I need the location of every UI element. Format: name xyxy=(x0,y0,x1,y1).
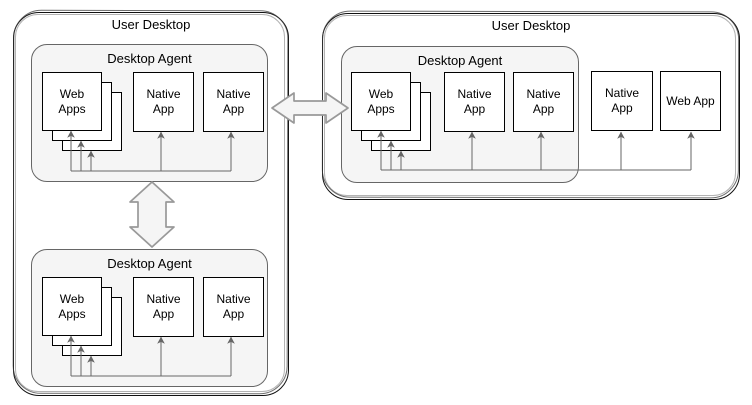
web-apps-box: Web Apps xyxy=(42,72,102,131)
native-app-label: Native App xyxy=(457,87,492,116)
standalone-native-app-box: Native App xyxy=(591,71,653,131)
native-app-box: Native App xyxy=(203,72,264,132)
desktop-agent-title: Desktop Agent xyxy=(107,256,192,271)
desktop-agent-right: Desktop Agent Web Apps Native App Native… xyxy=(341,46,579,183)
desktop-agent-left-top: Desktop Agent Web Apps Native App Native… xyxy=(31,44,268,182)
native-app-label: Native App xyxy=(146,292,181,321)
native-app-label: Native App xyxy=(216,292,251,321)
native-app-box: Native App xyxy=(444,72,505,132)
web-apps-label: Web Apps xyxy=(58,86,86,116)
desktop-agent-title: Desktop Agent xyxy=(417,53,503,68)
user-desktop-left-title: User Desktop xyxy=(111,17,191,32)
native-app-label: Native App xyxy=(146,87,181,116)
desktop-agent-left-bottom: Desktop Agent Web Apps Native App Native… xyxy=(31,249,268,387)
native-app-label: Native App xyxy=(604,86,639,115)
web-apps-box: Web Apps xyxy=(351,72,411,131)
web-apps-label: Web Apps xyxy=(58,291,86,321)
native-app-label: Native App xyxy=(216,87,251,116)
native-app-box: Native App xyxy=(133,277,194,337)
web-apps-box: Web Apps xyxy=(42,277,102,336)
web-apps-stack: Web Apps xyxy=(42,277,123,357)
native-app-box: Native App xyxy=(513,72,574,132)
user-desktop-right: User Desktop Desktop Agent Web Apps Nati… xyxy=(322,13,740,200)
web-app-label: Web App xyxy=(666,93,715,108)
native-app-label: Native App xyxy=(526,87,561,116)
web-apps-stack: Web Apps xyxy=(351,72,432,152)
web-apps-label: Web Apps xyxy=(367,86,395,116)
standalone-web-app-box: Web App xyxy=(660,71,721,131)
native-app-box: Native App xyxy=(133,72,194,132)
user-desktop-right-title: User Desktop xyxy=(491,18,571,33)
desktop-agent-title: Desktop Agent xyxy=(107,51,192,66)
native-app-box: Native App xyxy=(203,277,264,337)
web-apps-stack: Web Apps xyxy=(42,72,123,152)
user-desktop-left: User Desktop Desktop Agent Web Apps Nati… xyxy=(13,12,289,396)
